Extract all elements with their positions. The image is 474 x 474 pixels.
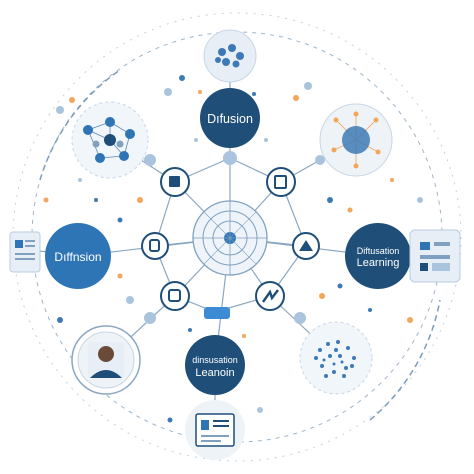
cluster-top-right bbox=[319, 103, 393, 177]
node-left-label: Dıffnsion bbox=[54, 250, 101, 264]
user-avatar-icon bbox=[71, 325, 141, 395]
node-bottom-label-2: Leanoin bbox=[195, 367, 234, 379]
chart-window-icon bbox=[409, 229, 461, 283]
node-right-learning: Diftusation Learning bbox=[345, 223, 411, 289]
node-right-label-1: Diftusation bbox=[357, 246, 400, 256]
small-node-bottom-left bbox=[160, 281, 190, 311]
cluster-top-left bbox=[71, 101, 149, 179]
small-node-right bbox=[292, 232, 320, 260]
cluster-bottom-right bbox=[299, 321, 373, 395]
scattered-particles bbox=[43, 75, 423, 423]
small-node-top-left bbox=[160, 167, 190, 197]
small-node-top bbox=[223, 151, 237, 165]
node-top-difusion: Dıfusion bbox=[200, 88, 260, 148]
node-top-label: Dıfusion bbox=[207, 112, 253, 126]
small-node-bottom bbox=[204, 307, 230, 319]
node-bottom-label-1: dinsusation bbox=[192, 355, 238, 365]
document-icon bbox=[9, 231, 41, 273]
small-node-left bbox=[141, 232, 169, 260]
small-node-bottom-right bbox=[255, 281, 285, 311]
central-hub bbox=[192, 200, 268, 276]
node-right-label-2: Learning bbox=[357, 257, 400, 269]
small-node-top-right bbox=[266, 167, 296, 197]
data-document-icon bbox=[185, 400, 245, 460]
node-left-diffnsion: Dıffnsion bbox=[45, 223, 111, 289]
node-bottom-leanoin: dinsusation Leanoin bbox=[185, 335, 245, 395]
network-cluster-icon bbox=[203, 29, 257, 83]
